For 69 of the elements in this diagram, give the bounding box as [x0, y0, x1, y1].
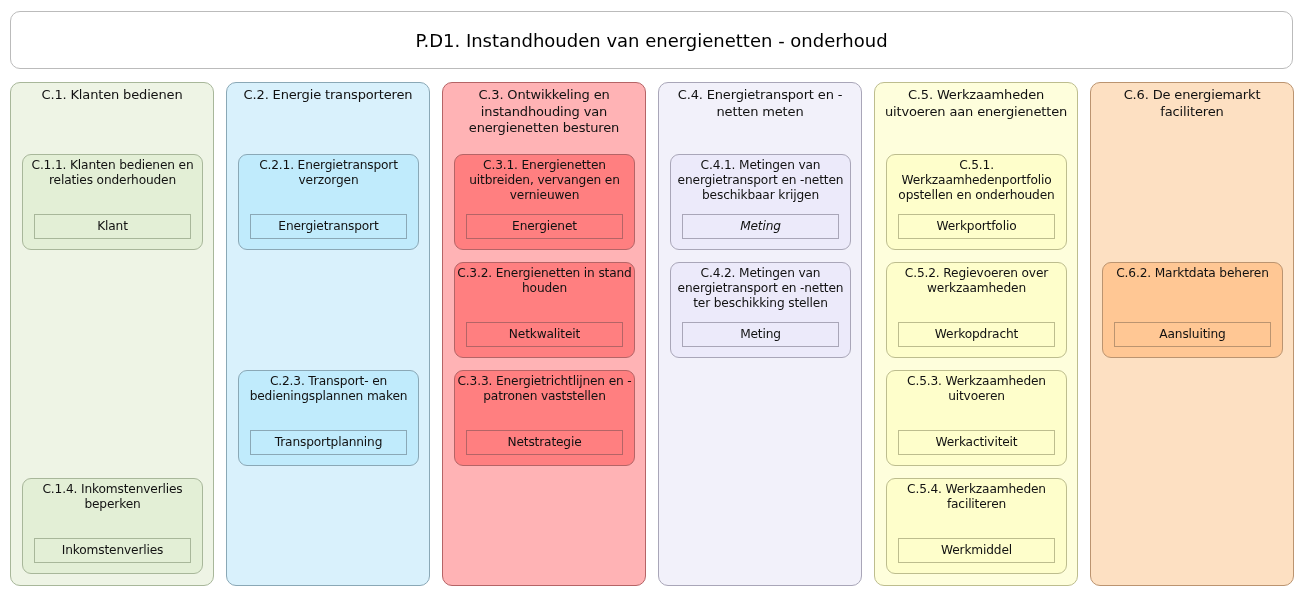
entity-box [466, 322, 623, 347]
column-heading: C.1. Klanten bedienen [40, 87, 184, 104]
entity-box [34, 538, 191, 563]
capability-heading: C.3.1. Energienetten uitbreiden, vervangen en vernieuwen [468, 158, 621, 203]
column-panel [226, 82, 430, 586]
capability-card [454, 154, 635, 250]
capability-heading: C.4.2. Metingen van energietransport en -netten ter beschikking stellen [676, 266, 845, 311]
entity-label: Netkwaliteit [508, 327, 581, 342]
title-banner: P.D1. Instandhouden van energienetten - onderhoud [10, 11, 1293, 69]
entity-label: Werkopdracht [934, 327, 1019, 342]
entity-box [250, 214, 407, 239]
capability-card [454, 262, 635, 358]
entity-label: Werkportfolio [936, 219, 1017, 234]
entity-label: Inkomstenverlies [61, 543, 164, 558]
column-panel [1090, 82, 1294, 586]
entity-box [898, 322, 1055, 347]
capability-card [22, 478, 203, 574]
capability-heading: C.2.3. Transport- en bedieningsplannen maken [248, 374, 409, 404]
capability-heading: C.3.2. Energienetten in stand houden [456, 266, 633, 296]
entity-label: Energienet [512, 219, 577, 234]
capability-card [454, 370, 635, 466]
capability-heading: C.5.1. Werkzaamhedenportfolio opstellen en onderhouden [897, 158, 1056, 203]
column-heading: C.3. Ontwikkeling en instandhouding van energienetten besturen [467, 87, 621, 137]
entity-label: Klant [97, 219, 128, 234]
capability-heading: C.3.3. Energietrichtlijnen en -patronen vaststellen [456, 374, 633, 404]
capability-card [22, 154, 203, 250]
entity-label: Werkmiddel [941, 543, 1012, 558]
entity-box [34, 214, 191, 239]
entity-label: Werkactiviteit [935, 435, 1018, 450]
capability-card [670, 262, 851, 358]
entity-box [682, 322, 839, 347]
column-heading: C.2. Energie transporteren [242, 87, 414, 104]
column-heading: C.5. Werkzaamheden uitvoeren aan energienetten [883, 87, 1069, 120]
capability-heading: C.2.1. Energietransport verzorgen [258, 158, 399, 188]
entity-label: Netstrategie [507, 435, 582, 450]
capability-card [886, 154, 1067, 250]
capability-heading: C.4.1. Metingen van energietransport en -netten beschikbaar krijgen [676, 158, 845, 203]
capability-card [886, 478, 1067, 574]
capability-heading: C.5.4. Werkzaamheden faciliteren [906, 482, 1047, 512]
column-heading: C.6. De energiemarkt faciliteren [1122, 87, 1262, 120]
entity-box [250, 430, 407, 455]
capability-card [238, 370, 419, 466]
capability-heading: C.5.3. Werkzaamheden uitvoeren [906, 374, 1047, 404]
capability-heading: C.1.4. Inkomstenverlies beperken [41, 482, 184, 512]
column-heading: C.4. Energietransport en -netten meten [676, 87, 844, 120]
capability-heading: C.5.2. Regievoeren over werkzaamheden [903, 266, 1050, 296]
column-panel [874, 82, 1078, 586]
entity-label: Meting [740, 327, 781, 342]
capability-heading: C.1.1. Klanten bedienen en relaties onderhouden [30, 158, 195, 188]
entity-label: Meting [740, 219, 781, 234]
entity-label: Energietransport [278, 219, 379, 234]
capability-card [1102, 262, 1283, 358]
entity-box [466, 430, 623, 455]
capability-card [886, 370, 1067, 466]
capability-card [670, 154, 851, 250]
entity-box [898, 538, 1055, 563]
capability-card [886, 262, 1067, 358]
capability-card [238, 154, 419, 250]
capability-heading: C.6.2. Marktdata beheren [1115, 266, 1270, 281]
column-panel [442, 82, 646, 586]
column-panel [658, 82, 862, 586]
entity-box [898, 214, 1055, 239]
entity-box [898, 430, 1055, 455]
column-panel [10, 82, 214, 586]
entity-box [682, 214, 839, 239]
entity-label: Aansluiting [1159, 327, 1226, 342]
entity-label: Transportplanning [274, 435, 383, 450]
entity-box [1114, 322, 1271, 347]
entity-box [466, 214, 623, 239]
